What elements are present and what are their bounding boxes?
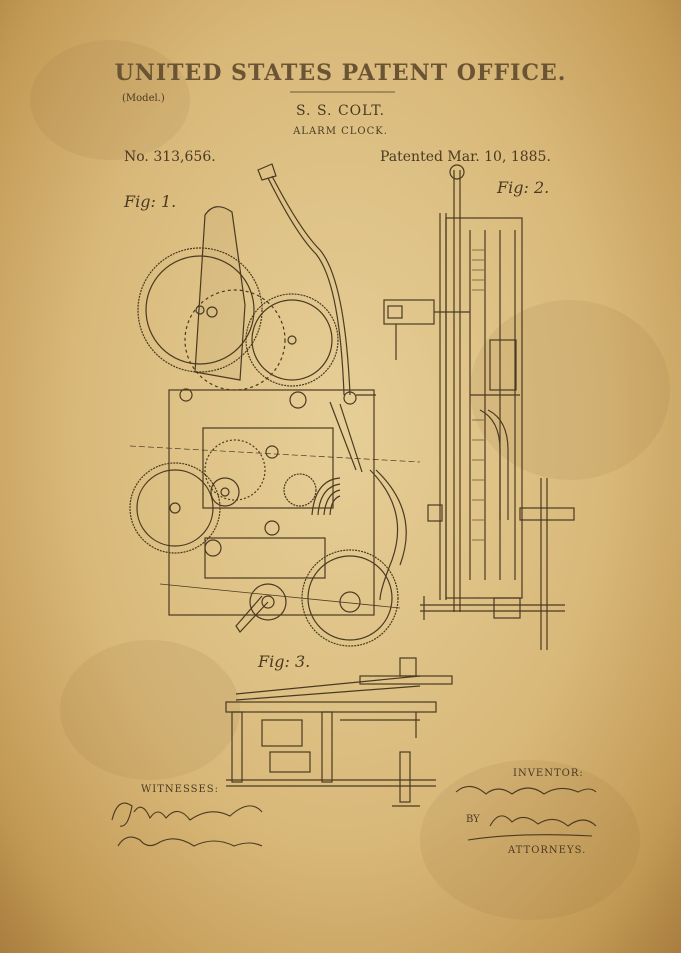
attorneys-label: ATTORNEYS. (508, 845, 587, 856)
inventor-name: S. S. COLT. (295, 103, 386, 119)
witness-signatures (111, 802, 263, 847)
patent-office-title: UNITED STATES PATENT OFFICE. (114, 60, 567, 86)
inventor-label: INVENTOR: (513, 768, 584, 779)
patent-number: No. 313,656. (124, 149, 216, 165)
witnesses-label: WITNESSES: (141, 784, 219, 795)
figure-3-drawing (225, 657, 453, 807)
patent-date: Patented Mar. 10, 1885. (380, 149, 551, 165)
model-label: (Model.) (122, 93, 165, 104)
figure-1-label: Fig: 1. (124, 192, 177, 211)
inventor-signature (455, 785, 597, 795)
figure-2-drawing (383, 164, 575, 650)
invention-subject: ALARM CLOCK. (293, 126, 388, 137)
figure-2-label: Fig: 2. (497, 178, 550, 197)
by-label: BY (466, 814, 480, 825)
figure-3-label: Fig: 3. (258, 652, 311, 671)
attorney-signature (467, 815, 597, 841)
figure-1-drawing (129, 163, 421, 647)
